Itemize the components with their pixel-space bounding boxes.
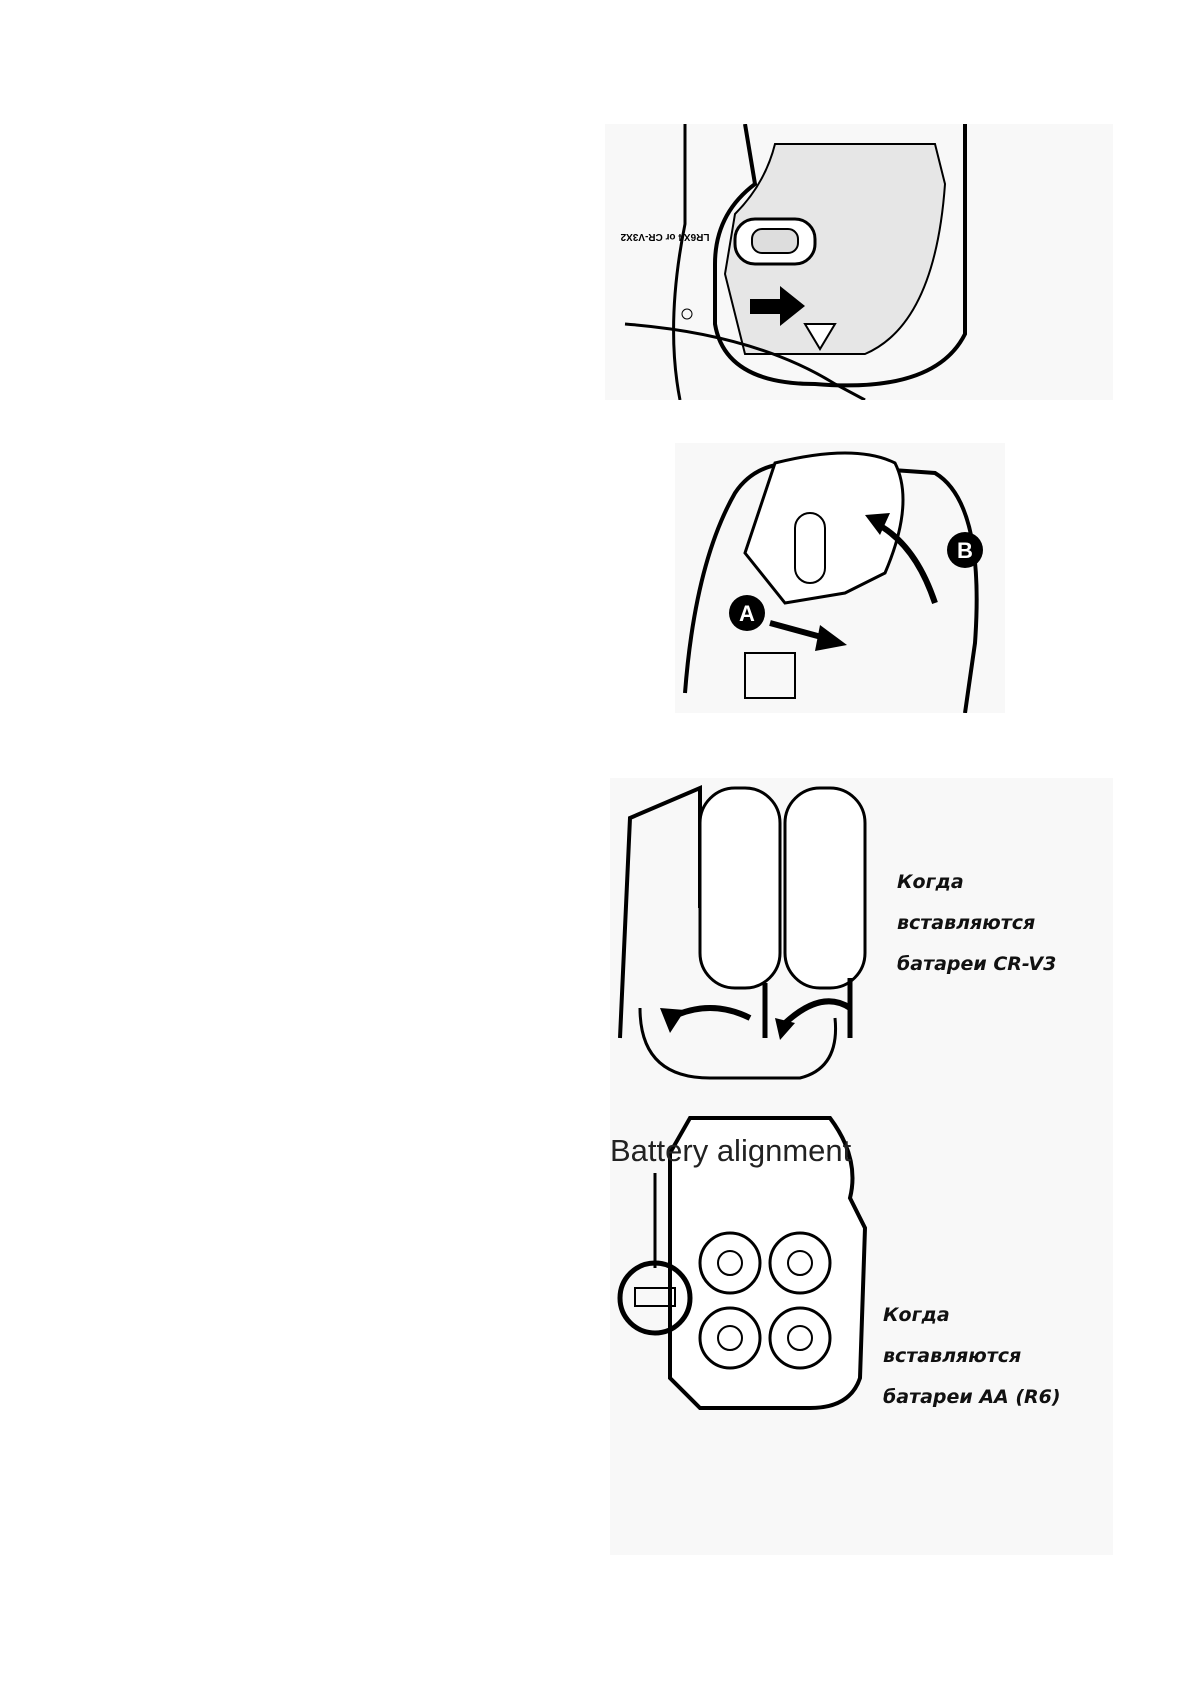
battery-cover-illustration: LR6X4 or CR-V3X2 [620, 124, 967, 400]
figure-battery-cover-lock: LR6X4 or CR-V3X2 [605, 124, 1113, 400]
alignment-marker-circle [617, 1260, 693, 1336]
caption-line: Когда [897, 871, 964, 893]
figure-battery-insert [610, 778, 1113, 1555]
callout-a-label: A [739, 601, 755, 626]
callout-b [947, 532, 983, 568]
caption-line: вставляются [883, 1345, 1022, 1367]
battery-alignment-label: Battery alignment [610, 1133, 852, 1168]
figure-open-battery-cover: A B [675, 443, 1005, 713]
cr-v3-caption: Когда вставляются батареи CR-V3 [897, 862, 1056, 985]
caption-line: Когда [883, 1304, 950, 1326]
caption-line: батареи CR-V3 [897, 953, 1057, 975]
caption-line: вставляются [897, 912, 1036, 934]
battery-compartment-illustration [617, 784, 868, 1410]
battery-type-label: LR6X4 or CR-V3X2 [620, 231, 709, 242]
open-cover-illustration: A B [683, 451, 983, 713]
callout-a [729, 595, 765, 631]
caption-line: батареи AA (R6) [883, 1386, 1061, 1408]
aa-caption: Когда вставляются батареи AA (R6) [883, 1295, 1061, 1418]
callout-b-label: B [957, 538, 973, 563]
